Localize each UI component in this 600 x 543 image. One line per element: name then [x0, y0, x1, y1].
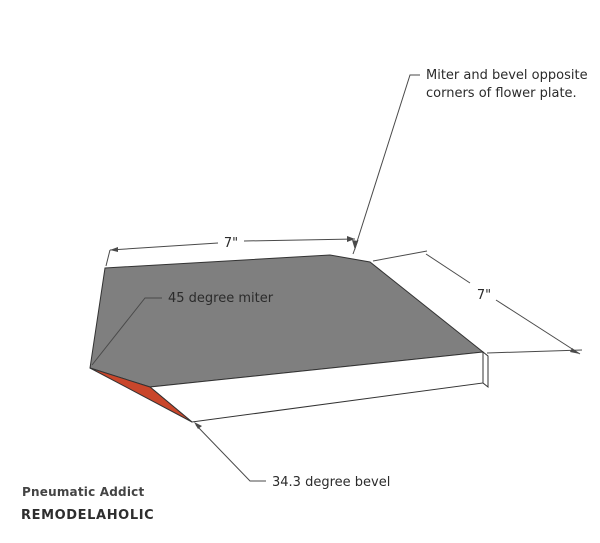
bevel-label: 34.3 degree bevel	[272, 475, 390, 490]
miter-label: 45 degree miter	[168, 291, 274, 306]
board-bevel-face	[89, 367, 193, 423]
depth-dimension-label: 7"	[477, 288, 491, 303]
brand-line-2: REMODELAHOLIC	[21, 508, 154, 523]
top-callout-line2: corners of flower plate.	[426, 86, 577, 101]
top-callout-line1: Miter and bevel opposite	[426, 68, 588, 83]
bevel-callout: 34.3 degree bevel	[194, 422, 390, 490]
top-callout: Miter and bevel opposite corners of flow…	[352, 68, 588, 250]
branding-logo: Pneumatic Addict REMODELAHOLIC	[21, 485, 154, 523]
width-dimension: 7"	[105, 236, 359, 267]
miter-callout: 45 degree miter	[91, 291, 274, 366]
board-right-face	[482, 350, 489, 389]
depth-dimension: 7"	[372, 250, 583, 355]
brand-line-1: Pneumatic Addict	[22, 485, 144, 499]
width-dimension-label: 7"	[224, 236, 238, 251]
